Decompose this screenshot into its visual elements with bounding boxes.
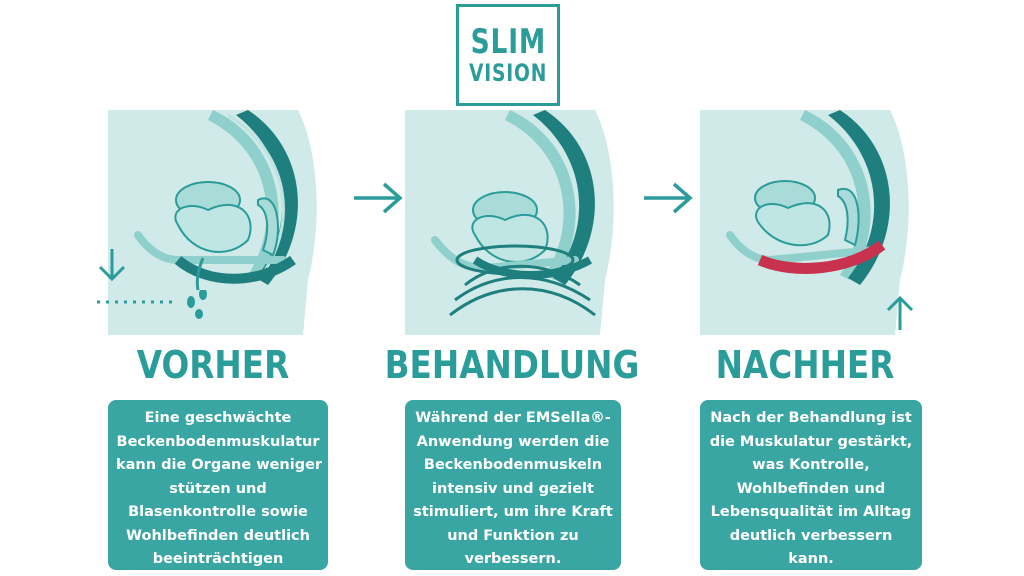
text-line: und Funktion zu [447, 527, 579, 544]
text-box-before: Eine geschwächte Beckenbodenmuskulatur k… [108, 400, 328, 570]
text-line: was Kontrolle, [752, 457, 870, 473]
illustration-after [700, 110, 920, 335]
slim-vision-logo: SLIM VISION [456, 4, 560, 106]
text-line: kann die Organe weniger [116, 457, 323, 473]
drip-icon [97, 290, 207, 319]
text-line: Eine geschwächte [144, 410, 292, 426]
text-line: intensiv und gezielt [432, 480, 594, 497]
text-line: Lebensqualität im Alltag [710, 504, 912, 520]
text-line: Blasenkontrolle sowie [128, 504, 308, 520]
logo-line1: SLIM [470, 22, 546, 62]
illustration-treatment [405, 110, 625, 335]
title-before: VORHER [136, 343, 290, 387]
text-box-treatment: Während der EMSella®- Anwendung werden d… [405, 400, 621, 570]
text-line: stützen und [169, 480, 267, 497]
illustration-before [108, 110, 328, 335]
text-line: kann. [788, 551, 834, 567]
title-after: NACHHER [715, 343, 895, 387]
right-arrow-icon [354, 182, 403, 214]
title-treatment: BEHANDLUNG [384, 343, 640, 387]
text-line: Beckenbodenmuskulatur [116, 433, 320, 450]
text-line: stimuliert, um ihre Kraft [413, 504, 613, 520]
up-arrow-icon [886, 295, 914, 330]
text-line: deutlich verbessern [729, 527, 893, 544]
right-arrow-icon [644, 182, 693, 214]
text-line: Wohlbefinden deutlich [126, 527, 310, 544]
logo-line2: VISION [468, 59, 548, 87]
text-line: Anwendung werden die [416, 433, 610, 450]
text-line: Nach der Behandlung ist [710, 410, 912, 426]
text-line: verbessern. [464, 551, 562, 567]
text-line: die Muskulatur gestärkt, [709, 433, 913, 450]
text-line: beeinträchtigen [152, 551, 284, 567]
text-box-after: Nach der Behandlung ist die Muskulatur g… [700, 400, 922, 570]
text-line: Während der EMSella®- [415, 410, 611, 426]
text-line: Beckenbodenmuskeln [423, 457, 603, 473]
down-arrow-icon [98, 249, 126, 282]
text-line: Wohlbefinden und [736, 480, 886, 497]
